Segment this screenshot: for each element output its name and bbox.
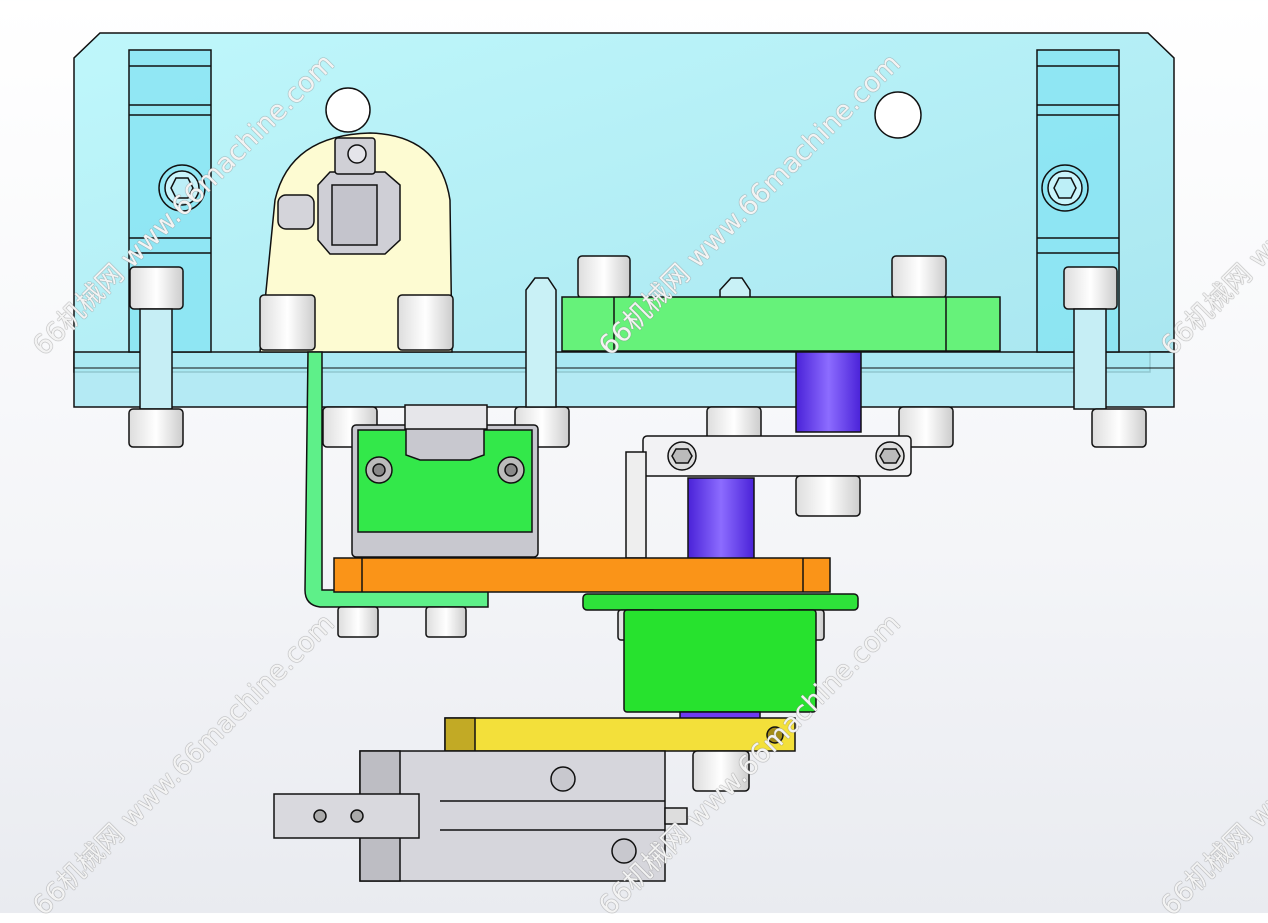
bolts	[128, 255, 1147, 448]
bolt	[425, 606, 467, 638]
orange-plate	[333, 557, 831, 593]
bolt	[337, 606, 379, 638]
pneumatic-gripper	[273, 750, 688, 882]
middle-shaft	[687, 477, 755, 561]
yellow-block	[444, 717, 796, 792]
green-plate	[561, 296, 1001, 352]
rotary-actuator	[582, 593, 859, 721]
upper-shaft	[795, 351, 862, 433]
clamp-arm	[625, 435, 912, 559]
linear-guide-block	[351, 404, 539, 558]
